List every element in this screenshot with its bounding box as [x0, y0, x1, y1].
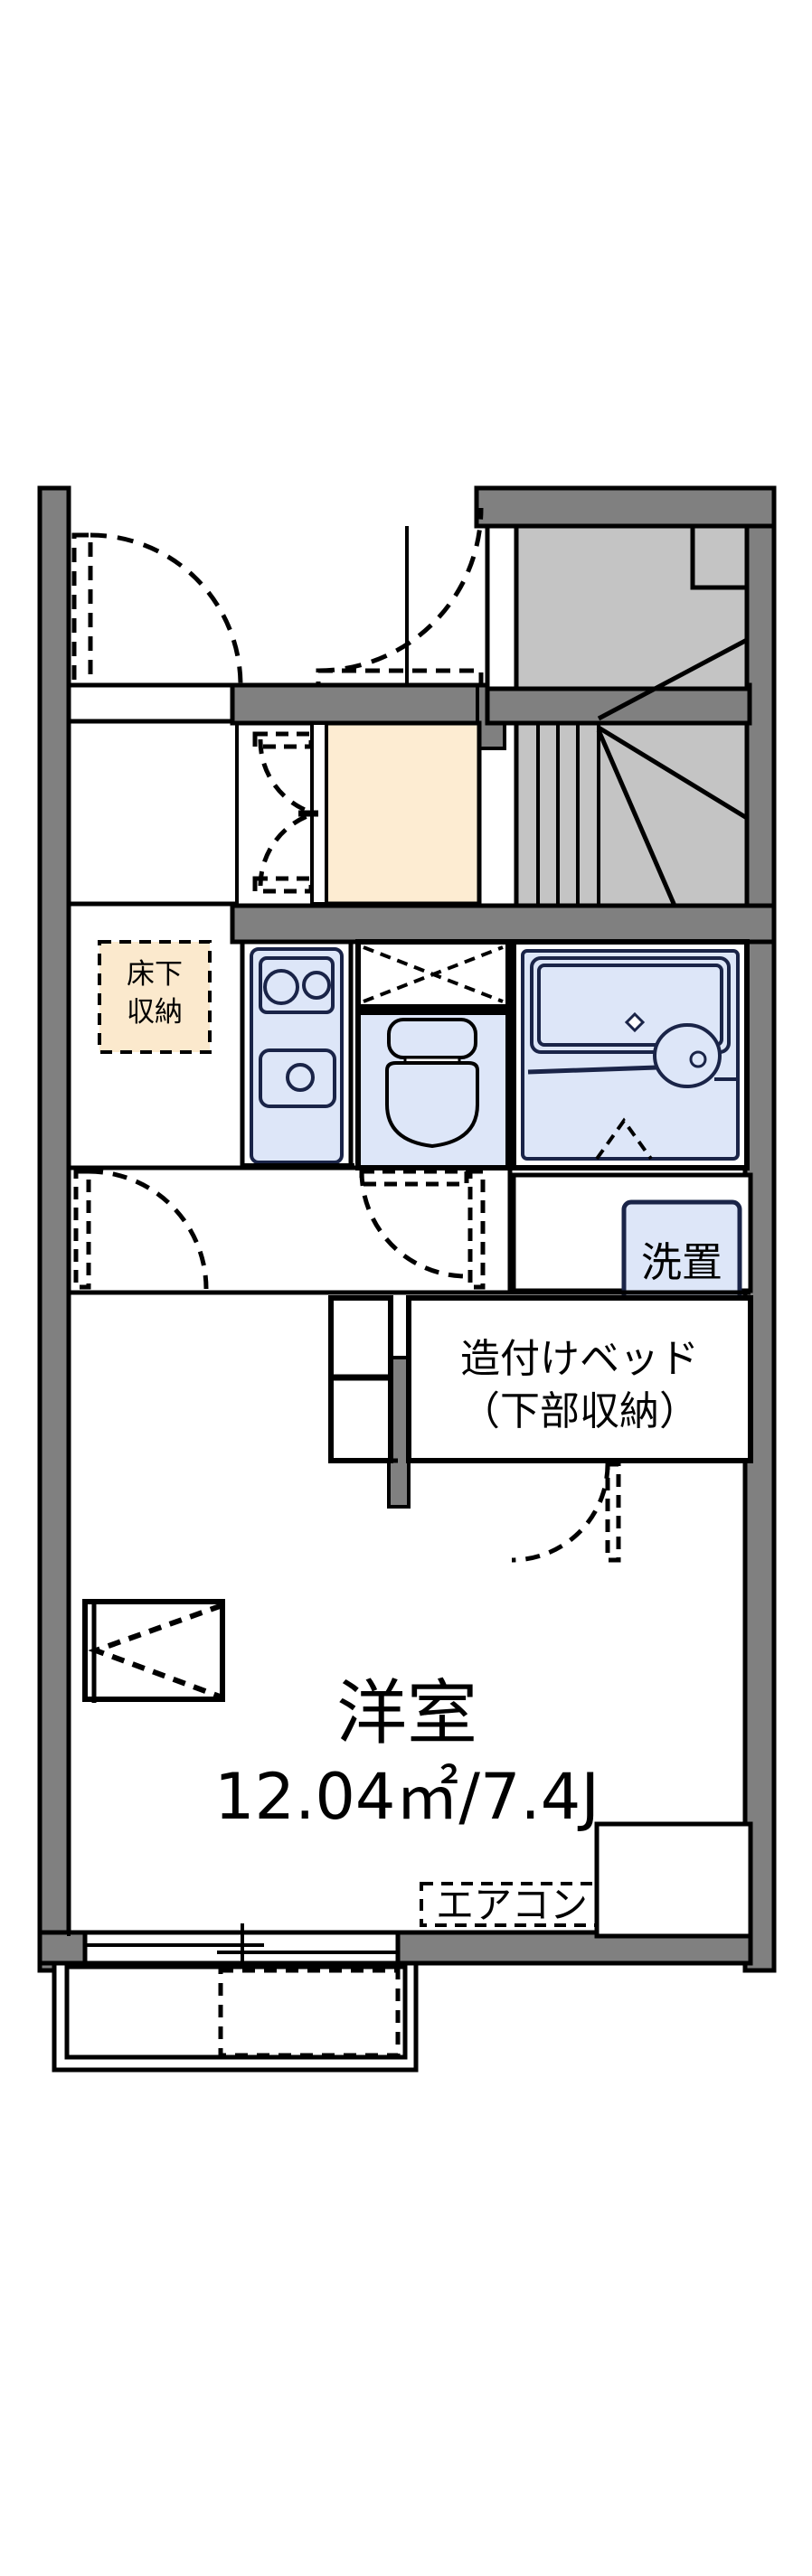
toilet-door[interactable] [359, 1169, 469, 1279]
toilet-upper-cabinet [355, 939, 511, 1010]
toilet-bowl [385, 1061, 479, 1149]
stair-winder-4 [596, 729, 677, 907]
stair-corner-step [690, 523, 750, 590]
bedroom-door-arc [511, 1463, 610, 1563]
closet-icon[interactable] [82, 1599, 225, 1703]
under-floor-storage-label-line1: 床下 [127, 958, 183, 991]
wall-bottom-left-stub [37, 1930, 88, 1966]
bathtub-drain [624, 1011, 646, 1033]
bedroom-door[interactable] [511, 1462, 621, 1563]
entrance-door-arc-top [258, 738, 316, 816]
balcony-outline [52, 1960, 419, 2073]
built-in-bed-label-line2: （下部収納） [460, 1388, 699, 1434]
closet-outline [82, 1599, 225, 1702]
washbasin-drain [689, 1050, 707, 1068]
main-room: 洋室 12.04㎡/7.4J [67, 1293, 751, 1936]
toilet-door-jamb [467, 1169, 486, 1290]
built-in-bed: 造付けベッド （下部収納） [406, 1295, 753, 1463]
wall-corridor-mid [230, 682, 490, 726]
sink-icon [259, 1048, 336, 1108]
entrance-door[interactable] [252, 731, 318, 894]
washbasin-bowl [653, 1023, 722, 1088]
room-area-label: 12.04㎡/7.4J [214, 1760, 600, 1834]
toilet-icon [385, 1018, 479, 1149]
entry-door-right[interactable] [316, 507, 484, 688]
built-in-bed-outline [406, 1295, 753, 1463]
entrance-door-leaf-top [252, 731, 314, 749]
under-floor-storage-label-line2: 収納 [127, 996, 183, 1029]
toilet-tank [387, 1018, 477, 1059]
hall-door-leaf [73, 1169, 91, 1290]
under-floor-storage-box [98, 940, 212, 1054]
washer-place-label: 洗置 [641, 1238, 722, 1286]
kitchen [240, 939, 354, 1170]
washbasin-icon [527, 1023, 740, 1088]
stair-winder-3 [597, 725, 749, 821]
entrance-door-arc-bottom [258, 811, 316, 887]
wall-left-exterior [37, 485, 71, 1973]
door-swing-arc-right [317, 507, 484, 673]
wall-stair-landing [485, 682, 752, 726]
stove-burner-left [263, 969, 299, 1005]
bath-door[interactable] [595, 1117, 653, 1161]
toilet-cabinet-x2 [363, 945, 504, 1003]
balcony-dashed-zone [218, 1968, 401, 2058]
stair-entry-slot [485, 523, 521, 691]
shelf-icon [328, 1295, 393, 1463]
entrance-area [67, 720, 482, 907]
hall-door-arc [88, 1169, 209, 1290]
wall-corridor-left-opening [66, 682, 238, 724]
air-conditioner-icon: エアコン [420, 1882, 604, 1927]
wall-kitchen-top [230, 903, 777, 945]
stair-winder-1 [597, 637, 749, 721]
closet-bifold-swing [88, 1603, 224, 1700]
toilet-door-arc [359, 1170, 467, 1279]
gas-stove-icon [259, 956, 335, 1014]
bath-door-fold [595, 1117, 653, 1161]
entrance-door-leaf-bottom [252, 876, 314, 894]
bedroom-door-leaf [605, 1462, 621, 1563]
air-conditioner-box [420, 1882, 604, 1927]
bathroom [511, 939, 750, 1170]
hall-door[interactable] [73, 1169, 209, 1290]
door-leaf-right [316, 668, 484, 688]
door-swing-arc-left [90, 532, 243, 686]
toilet-room [355, 939, 511, 1279]
sink-drain [286, 1063, 315, 1092]
stair-lower-flight [514, 720, 750, 908]
lower-right-recess [594, 1821, 753, 1939]
air-conditioner-label: エアコン [436, 1883, 588, 1927]
entrance-floor [323, 720, 482, 907]
entry-door-left[interactable] [71, 532, 243, 688]
washer-area: 洗置 [511, 1172, 753, 1310]
staircase [514, 523, 750, 908]
entry-corridor [69, 507, 521, 724]
wall-top-exterior [474, 485, 777, 529]
hallway [69, 1165, 751, 1295]
page-title: 洋室 [336, 1673, 477, 1754]
structural-walls [37, 485, 777, 1973]
stove-burner-right [302, 971, 331, 1000]
under-floor-storage: 床下 収納 [98, 940, 212, 1054]
door-leaf-left [71, 532, 93, 688]
built-in-bed-label-line1: 造付けベッド [460, 1336, 699, 1382]
balcony [52, 1923, 419, 2073]
recess-outline [594, 1821, 753, 1939]
